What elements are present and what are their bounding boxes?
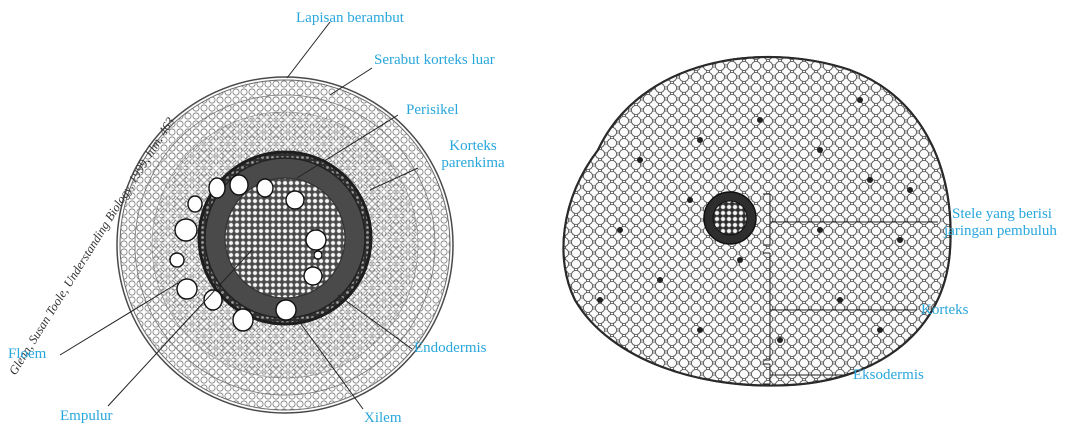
right-root-section <box>550 40 970 400</box>
label-stele-line1: Stele yang berisi <box>944 206 1057 223</box>
label-korteks-parenkima-line1: Korteks <box>428 138 518 155</box>
label-korteks-parenkima: Korteks parenkima <box>428 138 518 172</box>
pith <box>225 178 345 298</box>
label-eksodermis: Eksodermis <box>853 367 924 384</box>
label-endodermis: Endodermis <box>414 340 487 357</box>
label-lapisan-berambut: Lapisan berambut <box>296 10 404 27</box>
label-floem: Floem <box>8 346 46 363</box>
label-korteks: Korteks <box>921 302 969 319</box>
label-serabut-korteks-luar: Serabut korteks luar <box>374 52 495 69</box>
label-korteks-parenkima-line2: parenkima <box>428 155 518 172</box>
label-empulur: Empulur <box>60 408 113 425</box>
label-xilem: Xilem <box>364 410 402 427</box>
label-stele: Stele yang berisi jaringan pembuluh <box>944 206 1057 240</box>
label-stele-line2: jaringan pembuluh <box>944 223 1057 240</box>
label-perisikel: Perisikel <box>406 102 459 119</box>
